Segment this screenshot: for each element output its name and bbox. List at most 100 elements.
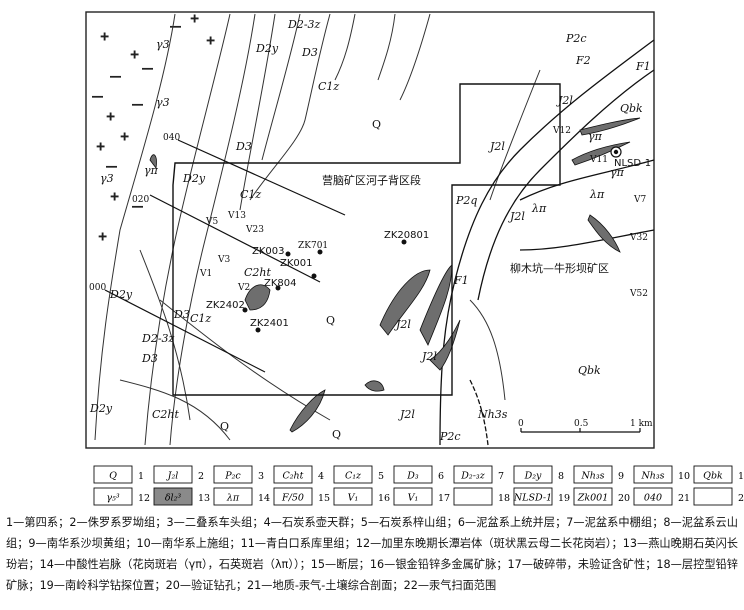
second-area-title: 柳木坑—牛形坝矿区	[510, 261, 609, 275]
svg-text:V7: V7	[633, 195, 646, 205]
svg-text:+: +	[98, 230, 107, 243]
legend-symbol: Q	[109, 471, 117, 482]
legend-symbol: C₁z	[345, 471, 362, 482]
svg-text:λπ: λπ	[589, 188, 605, 201]
legend-item: 22	[693, 487, 744, 506]
legend-item: Nh₃s 10	[633, 465, 690, 484]
svg-text:V11: V11	[589, 155, 608, 165]
svg-text:γπ: γπ	[144, 164, 159, 177]
svg-text:—: —	[132, 200, 143, 213]
legend-symbol: Nh₃s	[580, 471, 604, 482]
svg-text:D2y: D2y	[255, 42, 279, 55]
svg-text:D2-3z: D2-3z	[141, 332, 175, 345]
svg-text:V5: V5	[205, 217, 218, 227]
svg-text:C2ht: C2ht	[244, 266, 271, 279]
svg-text:020: 020	[132, 195, 149, 205]
legend-symbol: Nh₃s	[640, 471, 664, 482]
legend-number: 4	[318, 471, 324, 482]
svg-text:Q: Q	[220, 420, 229, 433]
legend-number: 8	[558, 471, 564, 482]
svg-text:ZK003: ZK003	[252, 246, 285, 257]
svg-text:+: +	[120, 130, 129, 143]
svg-text:P2c: P2c	[439, 430, 461, 443]
svg-text:—: —	[92, 90, 103, 103]
unit-labels: D2-3z P2c D2y D3 C1z Q D3 D2y C1z J2l Qb…	[89, 18, 643, 443]
legend-symbol: D₃	[406, 471, 419, 482]
svg-text:P2q: P2q	[455, 194, 477, 207]
fault-labels: F2 F1 F1	[453, 54, 651, 287]
vein-labels: V12 V11 V7 V32 V52 V1 V2 V3 V5 V13 V23	[199, 126, 648, 299]
svg-text:+: +	[100, 30, 109, 43]
svg-text:γ3: γ3	[100, 172, 114, 185]
svg-text:V3: V3	[217, 255, 230, 265]
legend-item: γ₅³ 12	[93, 487, 150, 506]
granite-field: ++ —— ++ —+ —+ —+ —— ++	[92, 12, 216, 244]
svg-text:ZK20801: ZK20801	[384, 230, 429, 241]
legend-symbol: J₂l	[166, 471, 179, 482]
svg-text:D3: D3	[301, 46, 318, 59]
legend-item: F/50 15	[273, 487, 330, 506]
scale-label-mid: 0.5	[574, 419, 589, 429]
svg-text:+: +	[206, 34, 215, 47]
ore-veins	[149, 117, 641, 433]
svg-text:F1: F1	[453, 274, 469, 287]
section-labels: 040 020 000	[89, 133, 180, 293]
legend-symbol: P₂c	[224, 471, 241, 482]
survey-boundary	[172, 83, 561, 396]
svg-text:ZK804: ZK804	[264, 278, 297, 289]
area-title: 营脑矿区河子背区段	[322, 173, 421, 187]
svg-text:Qbk: Qbk	[578, 364, 601, 377]
legend-symbol: C₂ht	[282, 471, 303, 482]
legend-number: 15	[318, 493, 330, 504]
legend-item: P₂c 3	[213, 465, 264, 484]
legend-number: 22	[738, 493, 744, 504]
svg-text:V2: V2	[237, 283, 250, 293]
svg-text:C1z: C1z	[240, 188, 261, 201]
scale-bar	[520, 428, 641, 433]
svg-text:γπ: γπ	[588, 130, 603, 143]
legend-number: 16	[378, 493, 390, 504]
svg-text:Q: Q	[372, 118, 381, 131]
svg-text:ZK701: ZK701	[298, 241, 328, 251]
legend-number: 13	[198, 493, 210, 504]
legend-number: 7	[498, 471, 504, 482]
legend-symbol: V₁	[348, 493, 359, 504]
svg-text:V12: V12	[552, 126, 571, 136]
legend-number: 17	[438, 493, 450, 504]
svg-text:J2l: J2l	[488, 140, 505, 153]
svg-text:NLSD-1: NLSD-1	[614, 158, 651, 169]
svg-text:C2ht: C2ht	[152, 408, 179, 421]
svg-text:Q: Q	[332, 428, 341, 441]
svg-text:D2y: D2y	[89, 402, 113, 415]
legend-symbol: D₂-₃z	[460, 471, 485, 482]
svg-text:C1z: C1z	[318, 80, 339, 93]
legend-number: 12	[138, 493, 150, 504]
svg-text:+: +	[106, 110, 115, 123]
legend-number: 10	[678, 471, 690, 482]
svg-text:+: +	[130, 48, 139, 61]
svg-text:γ3: γ3	[156, 96, 170, 109]
svg-text:D2-3z: D2-3z	[287, 18, 321, 31]
scale-label-end: 1 km	[630, 419, 653, 429]
legend-symbol: F/50	[281, 493, 304, 504]
svg-text:000: 000	[89, 283, 106, 293]
section-lines	[104, 139, 346, 373]
legend-number: 21	[678, 493, 690, 504]
svg-text:ZK001: ZK001	[280, 258, 313, 269]
svg-text:+: +	[96, 140, 105, 153]
legend-number: 3	[258, 471, 264, 482]
svg-text:γ3: γ3	[156, 38, 170, 51]
legend-symbol: γ₅³	[106, 493, 119, 504]
svg-text:F2: F2	[575, 54, 591, 67]
svg-text:V23: V23	[245, 225, 264, 235]
svg-text:J2l: J2l	[556, 94, 573, 107]
svg-text:V1: V1	[199, 269, 212, 279]
svg-text:+: +	[110, 190, 119, 203]
